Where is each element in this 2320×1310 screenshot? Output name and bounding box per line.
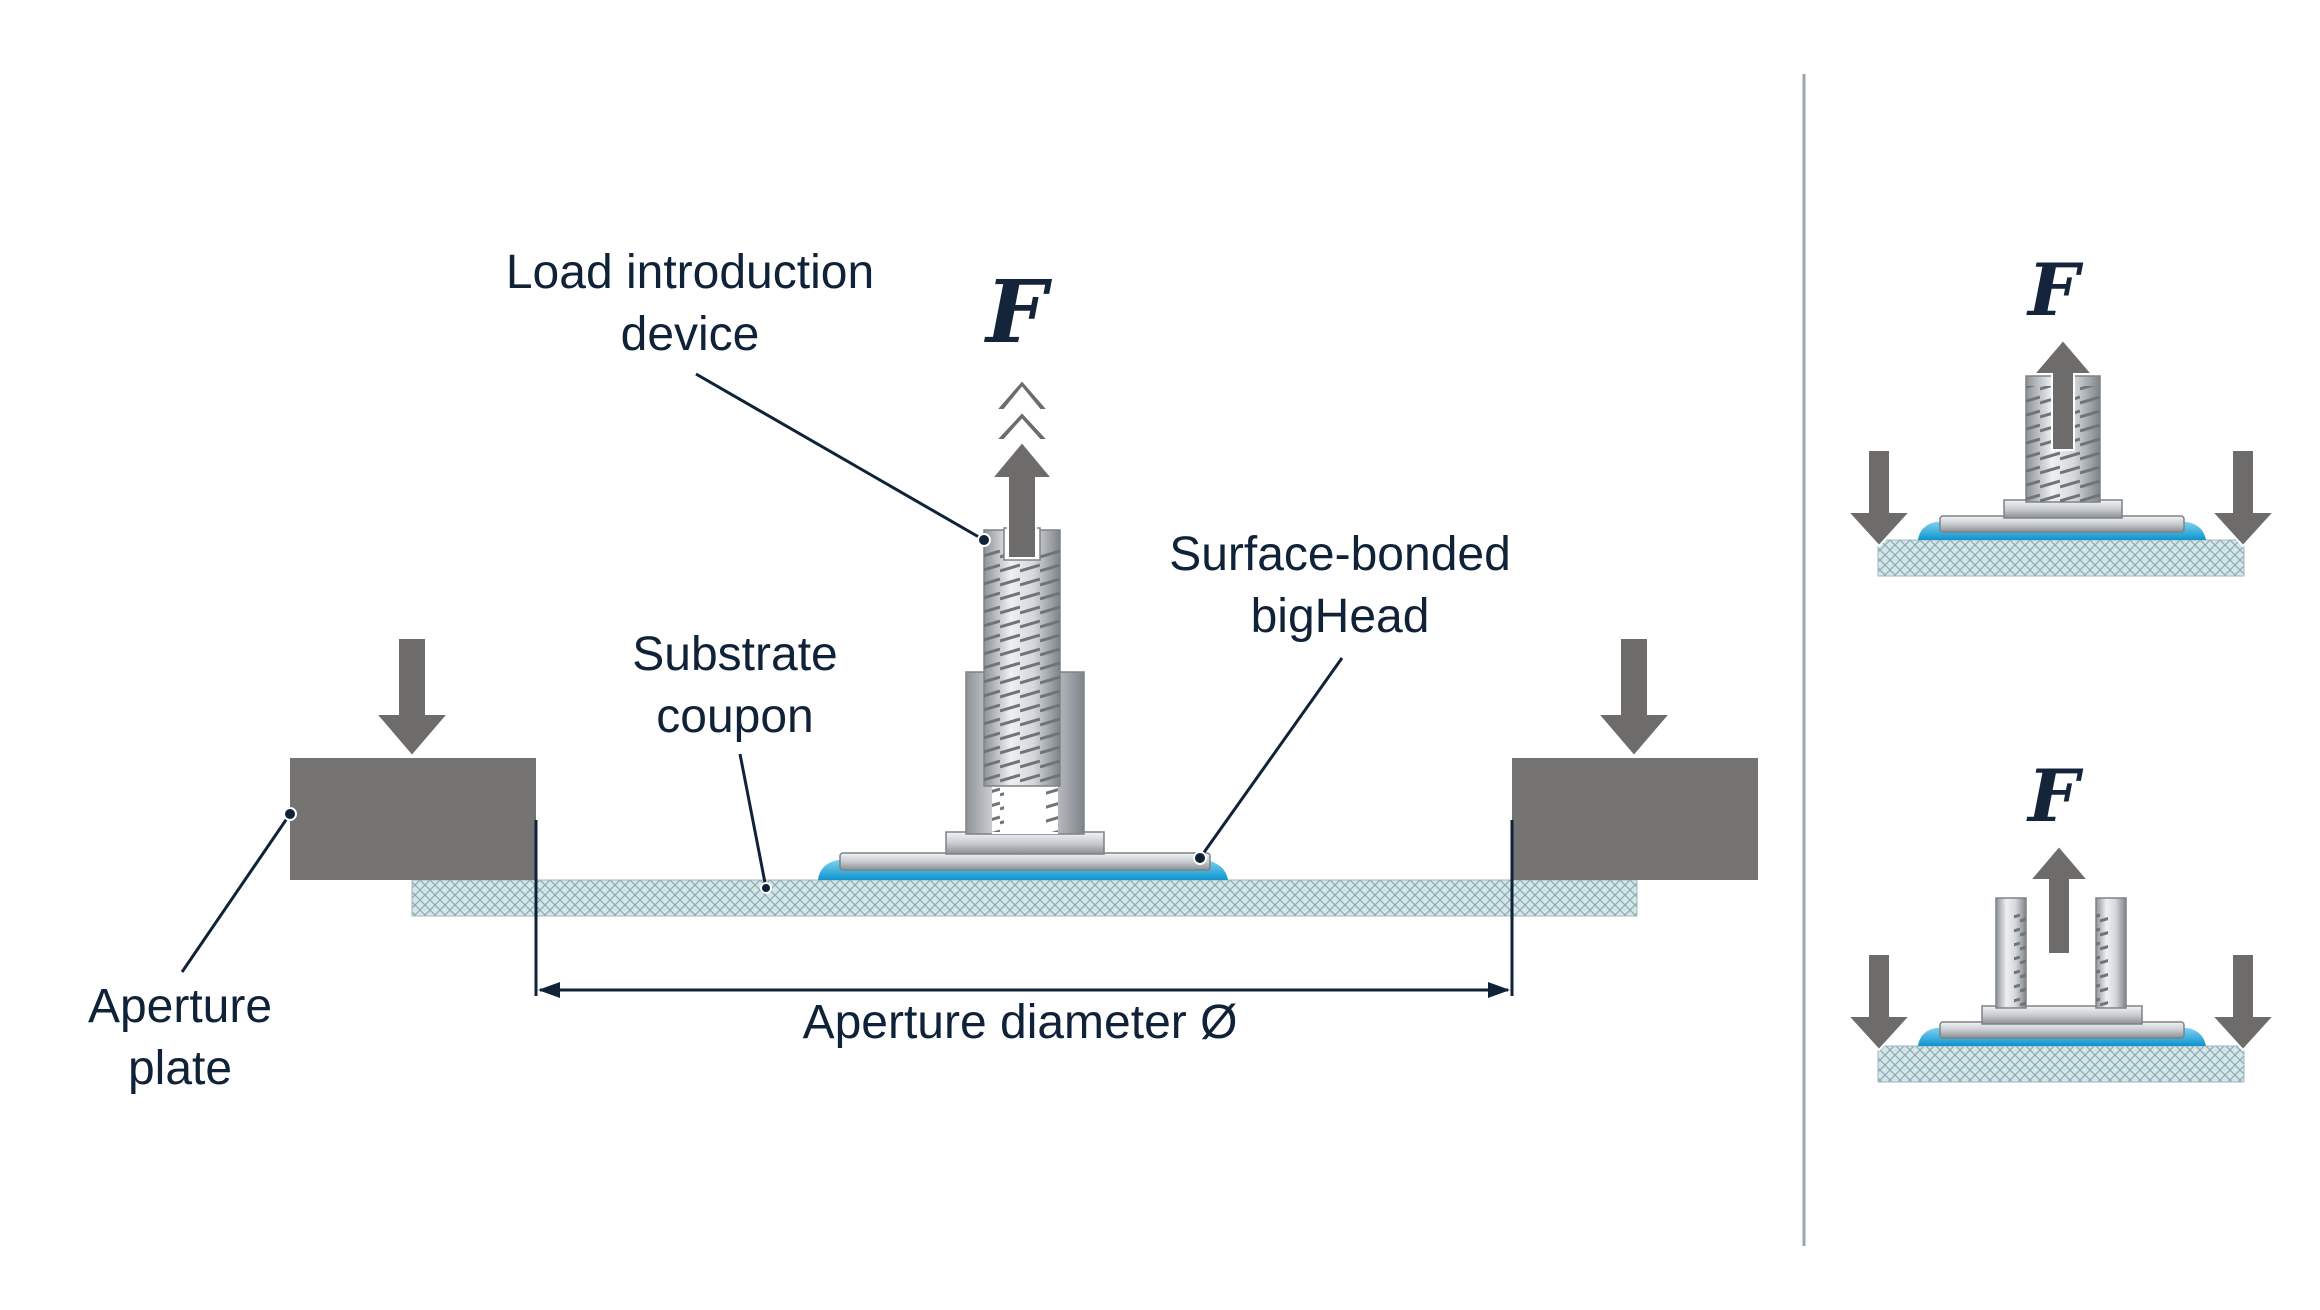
leader-lines: [180, 372, 1344, 973]
clamp-arrow-left: [373, 637, 451, 758]
variant-threaded-stud: [1845, 338, 2277, 577]
force-symbol-main: F: [986, 262, 1048, 363]
label-surface-bonded-bighead: Surface-bonded bigHead: [1130, 524, 1550, 648]
aperture-plate-left: [290, 758, 536, 880]
aperture-plate-right: [1512, 758, 1758, 880]
variant-internal-thread: [1845, 844, 2277, 1083]
label-load-introduction-device: Load introduction device: [470, 242, 910, 366]
aperture-dimension-line: [538, 982, 1510, 998]
label-load-device-line1: Load introduction: [505, 246, 875, 299]
label-substrate-line1: Substrate: [632, 628, 838, 681]
label-aperture-plate-line1: Aperture: [87, 980, 273, 1033]
label-aperture-plate-line2: plate: [127, 1042, 233, 1095]
bighead-base-plate: [839, 852, 1211, 871]
label-load-device-line2: device: [620, 308, 760, 361]
substrate-coupon: [411, 879, 1638, 917]
label-aperture-diameter: Aperture diameter Ø: [802, 996, 1238, 1049]
force-arrow-main: [989, 378, 1055, 559]
force-symbol-bottom-right: F: [2028, 753, 2080, 838]
label-bighead-line1: Surface-bonded: [1169, 528, 1511, 581]
label-substrate-line2: coupon: [656, 690, 814, 743]
label-substrate-coupon: Substrate coupon: [570, 624, 900, 748]
label-bighead-line2: bigHead: [1250, 590, 1430, 643]
force-symbol-top-right: F: [2028, 247, 2080, 332]
load-introduction-bolt: [983, 527, 1061, 787]
label-aperture-plate: Aperture plate: [40, 976, 320, 1100]
clamp-arrow-right: [1595, 637, 1673, 758]
